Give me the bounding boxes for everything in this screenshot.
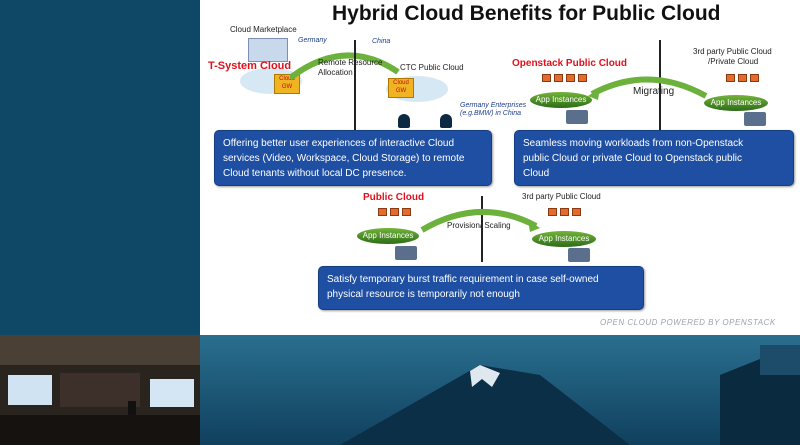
mountain-scene-image <box>340 345 800 445</box>
storage-right-icon <box>744 112 766 126</box>
marketplace-icon <box>248 38 288 62</box>
cube <box>402 208 411 216</box>
third-party-line1: 3rd party Public Cloud <box>693 47 772 56</box>
server-cubes-bottom-right <box>548 208 581 216</box>
tsystem-cloud-label: T-System Cloud <box>208 60 292 72</box>
cloud-gw-right-icon: Cloud GW <box>388 78 414 98</box>
cube <box>390 208 399 216</box>
conference-room-image <box>0 335 200 445</box>
migrating-label: Migrating <box>633 86 675 97</box>
user-icon-2 <box>440 114 452 128</box>
cube <box>726 74 735 82</box>
slide-footer: OPEN CLOUD POWERED BY OPENSTACK <box>600 318 776 327</box>
allocation-label: Allocation <box>318 68 353 77</box>
germany-label: Germany <box>298 37 327 44</box>
gw-right-line2: GW <box>395 88 407 94</box>
server-cubes-left <box>542 74 587 82</box>
divider-bottom <box>481 196 483 262</box>
cube <box>548 208 557 216</box>
divider-right <box>659 40 661 130</box>
gw-left-line1: Cloud <box>279 76 295 82</box>
left-backdrop-panel <box>0 0 200 335</box>
remote-resource-label: Remote Resource <box>318 58 383 67</box>
storage-bottom-right-icon <box>568 248 590 262</box>
ctc-cloud-label: CTC Public Cloud <box>400 63 464 72</box>
app-instances-left: App Instances <box>530 92 592 108</box>
public-cloud-label: Public Cloud <box>363 192 425 203</box>
cube <box>560 208 569 216</box>
divider-left <box>354 40 356 130</box>
app-instances-bottom-left: App Instances <box>357 228 419 244</box>
cloud-marketplace-label: Cloud Marketplace <box>230 25 297 34</box>
third-party-line2: /Private Cloud <box>708 57 759 66</box>
gw-right-line1: Cloud <box>393 80 409 86</box>
box1-line1: Offering better user experiences of inte… <box>223 138 455 149</box>
connection-arc-icon <box>290 52 400 81</box>
scaling-arc-icon <box>420 209 540 233</box>
cube <box>566 74 575 82</box>
app-instances-bottom-right: App Instances <box>532 231 596 247</box>
presentation-slide: Hybrid Cloud Benefits for Public Cloud C… <box>200 0 800 335</box>
migrating-arc-icon <box>588 76 708 100</box>
server-cubes-bottom-left <box>378 208 411 216</box>
cube <box>572 208 581 216</box>
box3-line2: physical resource is temporarily not eno… <box>327 289 520 300</box>
cube <box>554 74 563 82</box>
box2-line1: Seamless moving workloads from non-Opens… <box>523 138 744 149</box>
cube <box>542 74 551 82</box>
provision-label: Provision/ Scaling <box>447 221 511 230</box>
box1-line3: Cloud tenants without local DC presence. <box>223 168 407 179</box>
benefit-box-burst-traffic: Satisfy temporary burst traffic requirem… <box>318 266 644 310</box>
bottom-decorative-band <box>200 335 800 445</box>
user-icon-1 <box>398 114 410 128</box>
china-label: China <box>372 38 391 45</box>
box2-line3: Cloud <box>523 168 550 179</box>
slide-title: Hybrid Cloud Benefits for Public Cloud <box>332 2 721 25</box>
box1-line2: services (Video, Workspace, Cloud Storag… <box>223 153 465 164</box>
app-instances-right: App Instances <box>704 95 768 111</box>
third-party-bottom-label: 3rd party Public Cloud <box>522 192 601 201</box>
benefit-box-migration: Seamless moving workloads from non-Opens… <box>514 130 794 186</box>
cube <box>738 74 747 82</box>
cube <box>378 208 387 216</box>
conference-video-thumbnail <box>0 335 200 445</box>
box3-line1: Satisfy temporary burst traffic requirem… <box>327 274 599 285</box>
cube <box>750 74 759 82</box>
openstack-cloud-label: Openstack Public Cloud <box>512 58 628 69</box>
gw-left-line2: GW <box>281 84 293 90</box>
storage-left-icon <box>566 110 588 124</box>
cube <box>578 74 587 82</box>
benefit-box-remote-tenants: Offering better user experiences of inte… <box>214 130 492 186</box>
enterprises-line1: Germany Enterprises <box>460 102 527 109</box>
server-cubes-right <box>726 74 759 82</box>
storage-bottom-left-icon <box>395 246 417 260</box>
box2-line2: public Cloud or private Cloud to Opensta… <box>523 153 743 164</box>
enterprises-line2: (e.g.BMW) in China <box>460 110 522 117</box>
